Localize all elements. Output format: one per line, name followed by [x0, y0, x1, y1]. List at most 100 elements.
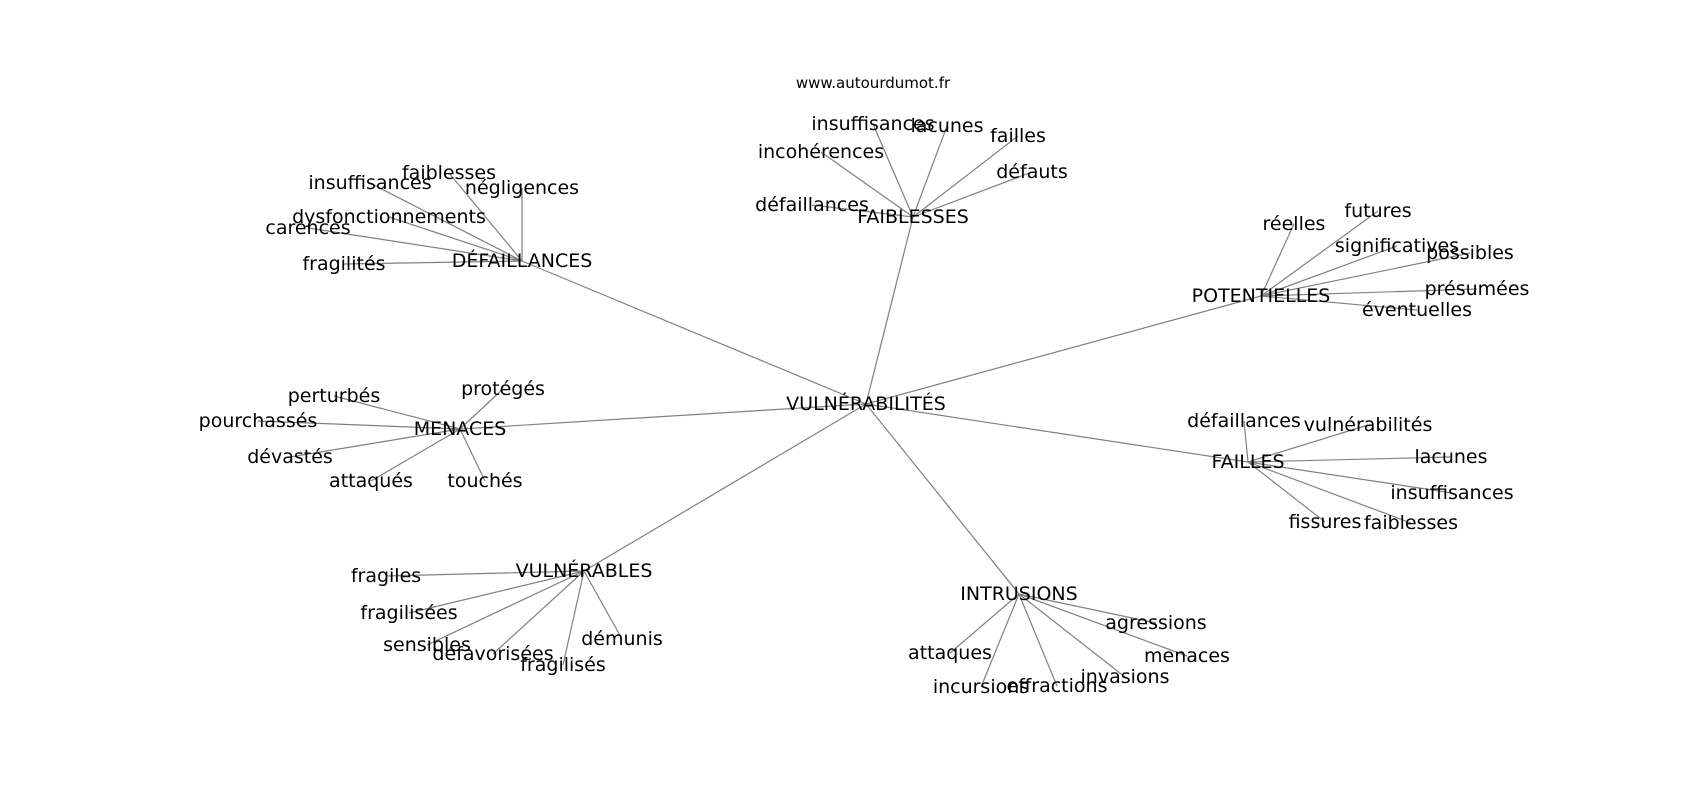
edge-group-2-child-0 [1260, 223, 1295, 297]
child-node: attaques [908, 642, 992, 664]
group-node: POTENTIELLES [1192, 285, 1331, 307]
edge-group-5-child-5 [562, 570, 585, 666]
group-node: VULNÉRABLES [516, 559, 653, 582]
child-node: éventuelles [1362, 299, 1472, 321]
child-node: failles [990, 125, 1046, 147]
child-node: attaqués [329, 470, 413, 492]
child-node: futures [1344, 200, 1411, 222]
child-node: insuffisances [308, 172, 431, 194]
edge-group-5-child-2 [426, 570, 585, 646]
edge-group-3-child-2 [257, 420, 461, 430]
edge-group-3-child-3 [289, 428, 461, 458]
child-node: touchés [447, 470, 522, 492]
child-node: négligences [465, 177, 579, 199]
edge-group-2-child-1 [1260, 210, 1379, 297]
edge-group-5-child-3 [492, 570, 585, 655]
edge-group-4-child-1 [1247, 424, 1369, 463]
edge-group-5-child-1 [408, 570, 585, 614]
edge-root-5 [583, 403, 867, 572]
child-node: protégés [461, 378, 545, 400]
edge-group-5-child-4 [583, 570, 623, 640]
child-node: significatives [1335, 235, 1459, 257]
child-node: sensibles [383, 634, 471, 656]
group-node: INTRUSIONS [960, 583, 1077, 605]
child-node: invasions [1081, 666, 1170, 688]
child-node: défavorisées [432, 643, 553, 665]
child-node: vulnérabilités [1304, 414, 1433, 436]
edge-root-0 [521, 260, 867, 405]
edge-group-0-child-0 [369, 182, 523, 262]
edge-group-3-child-1 [459, 388, 504, 430]
edge-group-3-child-5 [459, 428, 486, 482]
edge-group-1-child-5 [811, 204, 914, 218]
child-node: perturbés [288, 385, 381, 407]
group-node: DÉFAILLANCES [452, 249, 593, 272]
edge-group-4-child-5 [1247, 461, 1412, 524]
child-node: fissures [1289, 511, 1362, 533]
child-node: fragilisés [520, 654, 606, 676]
child-node: défaillances [755, 194, 869, 216]
edge-group-3-child-4 [370, 428, 461, 482]
edge-group-6-child-0 [1018, 593, 1157, 624]
edge-group-6-child-2 [1018, 593, 1188, 657]
group-node: MENACES [414, 418, 507, 440]
edge-group-4-child-2 [1247, 456, 1452, 463]
edge-group-6-child-4 [1018, 593, 1058, 687]
edge-root-3 [459, 403, 867, 430]
child-node: dévastés [247, 446, 333, 468]
child-node: carences [265, 217, 350, 239]
child-node: menaces [1144, 645, 1230, 667]
edge-group-6-child-3 [980, 593, 1020, 688]
labels-layer: insuffisancesfaiblessesnégligencesdysfon… [199, 74, 1530, 698]
child-node: pourchassés [199, 410, 318, 432]
child-node: incursions [933, 676, 1029, 698]
child-node: démunis [581, 628, 663, 650]
edge-group-6-child-1 [949, 593, 1020, 654]
child-node: défauts [996, 161, 1067, 183]
child-node: présumées [1425, 278, 1530, 300]
child-node: insuffisances [811, 113, 934, 135]
edge-group-2-child-3 [1260, 252, 1471, 297]
child-node: incohérences [758, 141, 884, 163]
edge-group-1-child-4 [912, 171, 1033, 218]
edge-root-6 [865, 403, 1020, 595]
edge-group-2-child-2 [1260, 245, 1398, 297]
child-node: fragiles [351, 565, 421, 587]
edge-root-2 [865, 295, 1262, 405]
child-node: faiblesses [402, 162, 496, 184]
child-node: fragilités [302, 253, 385, 275]
edge-group-2-child-4 [1260, 288, 1478, 297]
child-node: agressions [1105, 612, 1206, 634]
child-node: défaillances [1187, 410, 1301, 432]
edge-root-4 [865, 403, 1249, 463]
child-node: lacunes [910, 115, 983, 137]
edge-group-4-child-4 [1247, 461, 1326, 523]
child-node: fragilisées [360, 602, 457, 624]
child-node: possibles [1426, 242, 1514, 264]
edge-group-3-child-0 [333, 395, 461, 430]
child-node: réelles [1263, 213, 1326, 235]
edge-group-0-child-4 [307, 227, 523, 262]
edge-group-6-child-5 [1018, 593, 1126, 678]
edge-group-2-child-5 [1260, 295, 1418, 311]
edge-group-1-child-0 [872, 123, 914, 218]
edges-layer [257, 123, 1478, 688]
child-node: dysfonctionnements [292, 206, 486, 228]
child-node: lacunes [1414, 446, 1487, 468]
edge-group-5-child-0 [385, 570, 585, 577]
root-node: VULNÉRABILITÉS [786, 392, 946, 415]
edge-group-1-child-3 [820, 151, 914, 218]
edge-group-4-child-0 [1243, 420, 1249, 463]
edge-root-1 [865, 216, 914, 405]
group-node: FAILLES [1211, 451, 1284, 473]
edge-group-0-child-3 [388, 216, 523, 262]
edge-group-4-child-3 [1247, 461, 1453, 494]
child-node: faiblesses [1364, 512, 1458, 534]
child-node: effractions [1007, 675, 1108, 697]
edge-group-1-child-1 [912, 125, 948, 218]
child-node: insuffisances [1390, 482, 1513, 504]
group-node: FAIBLESSES [857, 206, 969, 228]
edge-group-0-child-1 [448, 172, 523, 262]
edge-group-1-child-2 [912, 135, 1019, 218]
